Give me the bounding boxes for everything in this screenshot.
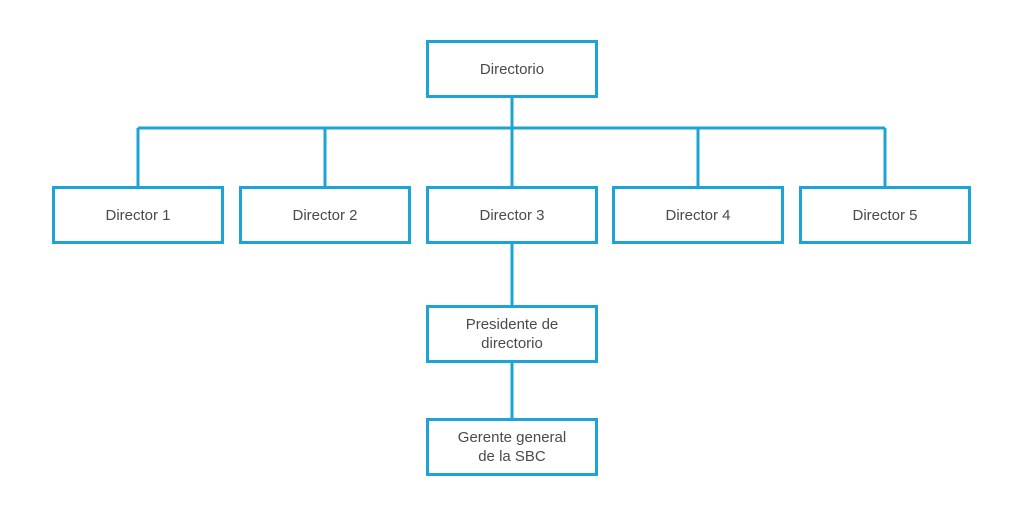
- node-director-2: Director 2: [239, 186, 411, 244]
- node-director-3: Director 3: [426, 186, 598, 244]
- node-director-5: Director 5: [799, 186, 971, 244]
- node-presidente-de-directorio: Presidente de directorio: [426, 305, 598, 363]
- node-director-4: Director 4: [612, 186, 784, 244]
- node-directorio-label: Directorio: [479, 60, 545, 78]
- node-director-4-label: Director 4: [665, 206, 731, 224]
- node-directorio: Directorio: [426, 40, 598, 98]
- node-director-5-label: Director 5: [852, 206, 918, 224]
- node-presidente-label: Presidente de directorio: [465, 316, 559, 352]
- node-director-1-label: Director 1: [105, 206, 171, 224]
- node-gerente-general: Gerente general de la SBC: [426, 418, 598, 476]
- node-director-2-label: Director 2: [292, 206, 358, 224]
- node-director-1: Director 1: [52, 186, 224, 244]
- node-gerente-label: Gerente general de la SBC: [457, 429, 567, 465]
- node-director-3-label: Director 3: [479, 206, 545, 224]
